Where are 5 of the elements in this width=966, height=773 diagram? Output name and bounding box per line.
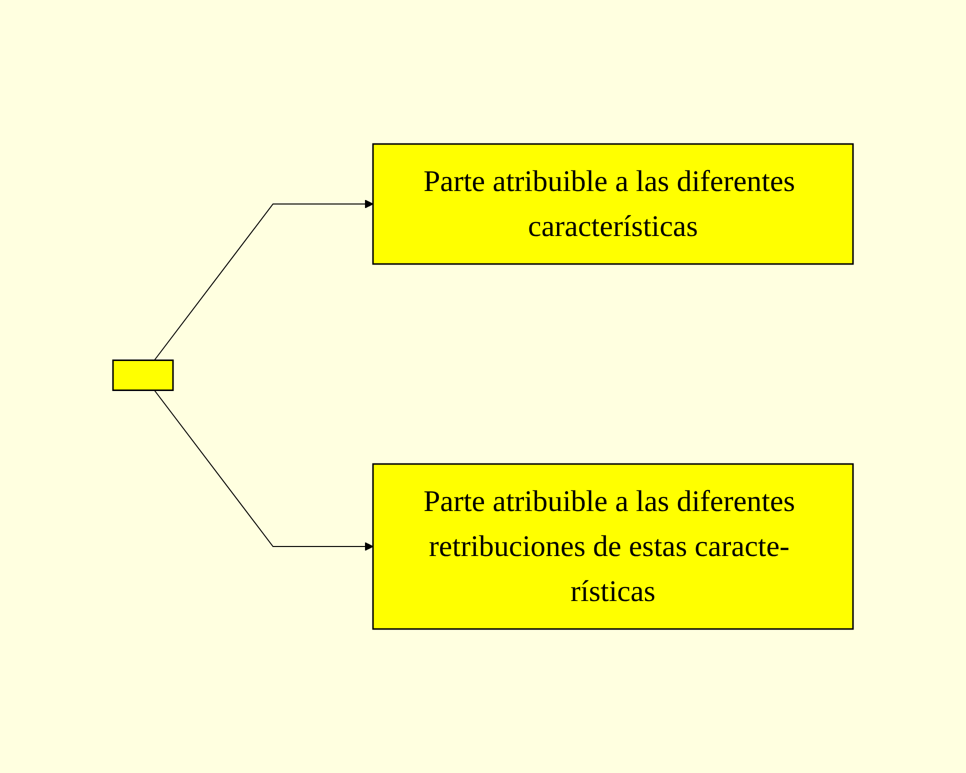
arrow — [154, 200, 374, 361]
node-box: Parte atribuible a las diferentes retribuciones de estas caracte- rísticas — [372, 463, 854, 630]
arrow — [154, 390, 374, 551]
node-box: Parte atribuible a las diferentes características — [372, 143, 854, 265]
node-box — [112, 360, 174, 391]
